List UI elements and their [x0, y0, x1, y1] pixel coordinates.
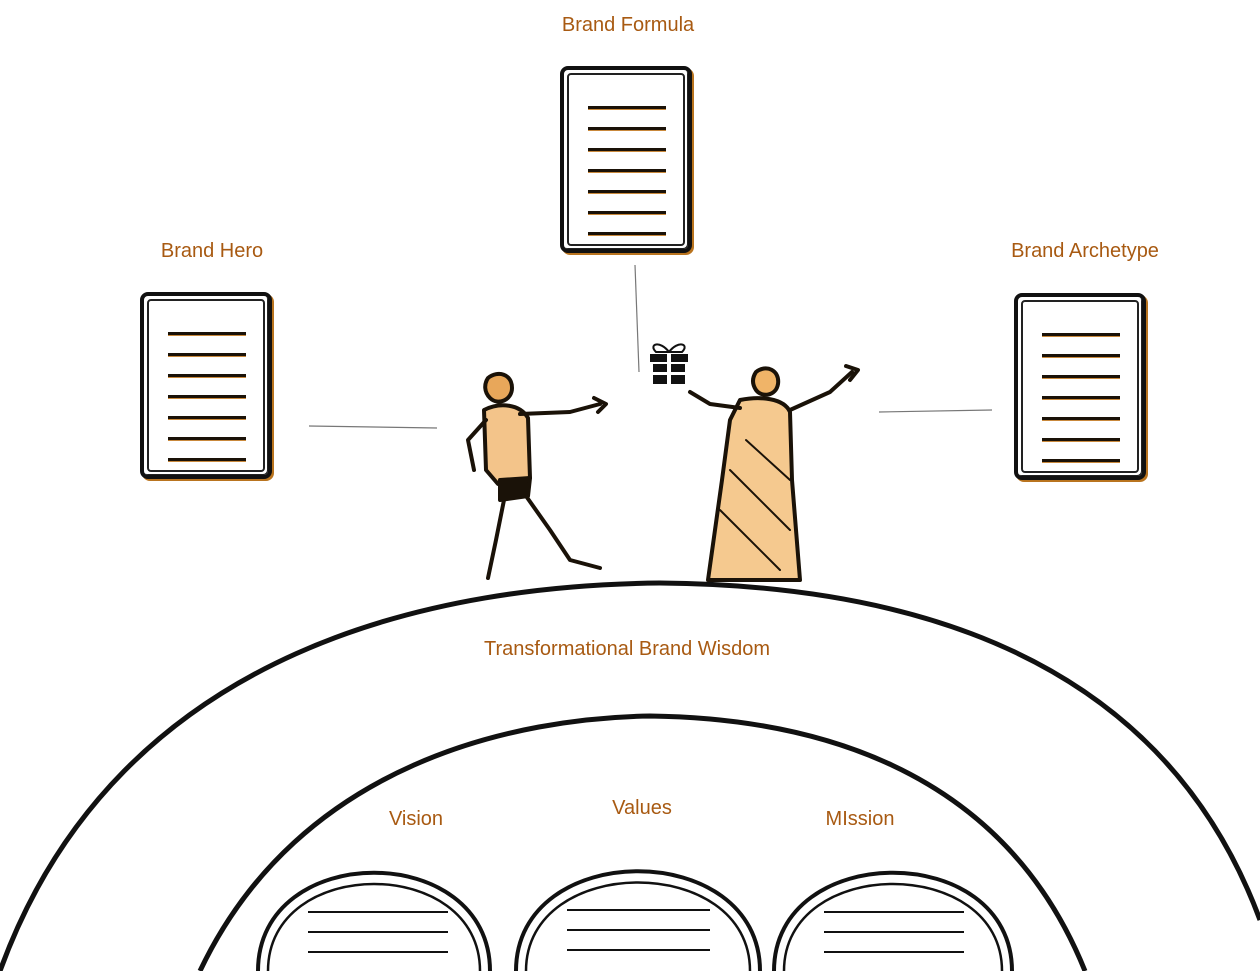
connector-formula	[634, 264, 640, 373]
label-transformational-wisdom: Transformational Brand Wisdom	[483, 638, 771, 660]
hero-figure	[466, 371, 608, 580]
connector-archetype	[878, 409, 993, 413]
circle-values	[514, 869, 762, 971]
document-icon-archetype	[1014, 293, 1146, 480]
label-vision: Vision	[388, 808, 444, 830]
gift-icon	[650, 343, 688, 384]
outer-arc	[0, 580, 1260, 971]
mentor-figure	[688, 364, 860, 582]
document-icon-formula	[560, 66, 692, 253]
label-values: Values	[612, 797, 672, 819]
circle-vision	[256, 870, 492, 971]
document-icon-hero	[140, 292, 272, 479]
label-brand-formula: Brand Formula	[561, 14, 695, 36]
label-brand-hero: Brand Hero	[160, 240, 264, 262]
connector-hero	[308, 425, 438, 429]
label-mission: MIssion	[825, 808, 895, 830]
inner-arc	[197, 713, 1088, 971]
label-brand-archetype: Brand Archetype	[1011, 240, 1159, 262]
circle-mission	[772, 870, 1014, 971]
